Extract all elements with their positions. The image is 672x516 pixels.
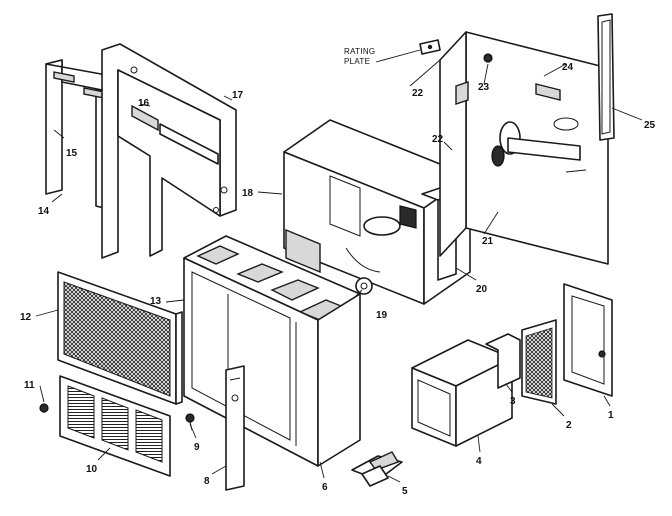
callout-23: 23 (478, 82, 490, 93)
part-bracket (351, 451, 403, 487)
part-rear-frame (101, 43, 237, 259)
part-capacitor (355, 277, 373, 295)
callout-9: 9 (194, 442, 200, 453)
part-cabinet (183, 235, 361, 467)
rating-plate-line2: PLATE (344, 57, 370, 66)
callout-22a: 22 (412, 88, 424, 99)
callout-4: 4 (476, 456, 482, 467)
callout-14: 14 (38, 206, 50, 217)
part-connector-block (485, 333, 521, 389)
callout-15: 15 (66, 148, 78, 159)
callout-labels: 14 15 16 17 18 12 13 11 10 8 9 6 19 20 2… (20, 62, 656, 497)
callout-21: 21 (482, 236, 494, 247)
callout-10: 10 (86, 464, 98, 475)
part-front-grille (57, 271, 183, 405)
part-filter (521, 319, 557, 405)
callout-11: 11 (24, 380, 35, 391)
callout-6: 6 (322, 482, 328, 493)
callout-25: 25 (644, 120, 656, 131)
callout-16: 16 (138, 98, 150, 109)
callout-24: 24 (562, 62, 574, 73)
callout-1: 1 (608, 410, 614, 421)
leader-lines (35, 49, 643, 483)
rating-plate-label: RATING PLATE (344, 47, 375, 66)
callout-18: 18 (242, 188, 254, 199)
part-rear-gasket (597, 13, 615, 141)
callout-5: 5 (402, 486, 408, 497)
callout-20: 20 (476, 284, 488, 295)
callout-3: 3 (510, 396, 516, 407)
part-screw (185, 413, 195, 431)
rating-plate-line1: RATING (344, 47, 375, 56)
part-inner-box (411, 339, 513, 447)
callout-8: 8 (204, 476, 210, 487)
part-rear-grille-frame (563, 283, 613, 397)
part-rating-plate (419, 39, 441, 55)
part-control-strip (225, 365, 245, 491)
part-rear-panel (439, 31, 609, 265)
callout-19: 19 (376, 310, 388, 321)
callout-17: 17 (232, 90, 244, 101)
callout-2: 2 (566, 420, 572, 431)
part-louvered-front-panel (59, 375, 171, 477)
part-control-knob (39, 403, 49, 413)
callout-13: 13 (150, 296, 162, 307)
callout-12: 12 (20, 312, 32, 323)
callout-22b: 22 (432, 134, 444, 145)
